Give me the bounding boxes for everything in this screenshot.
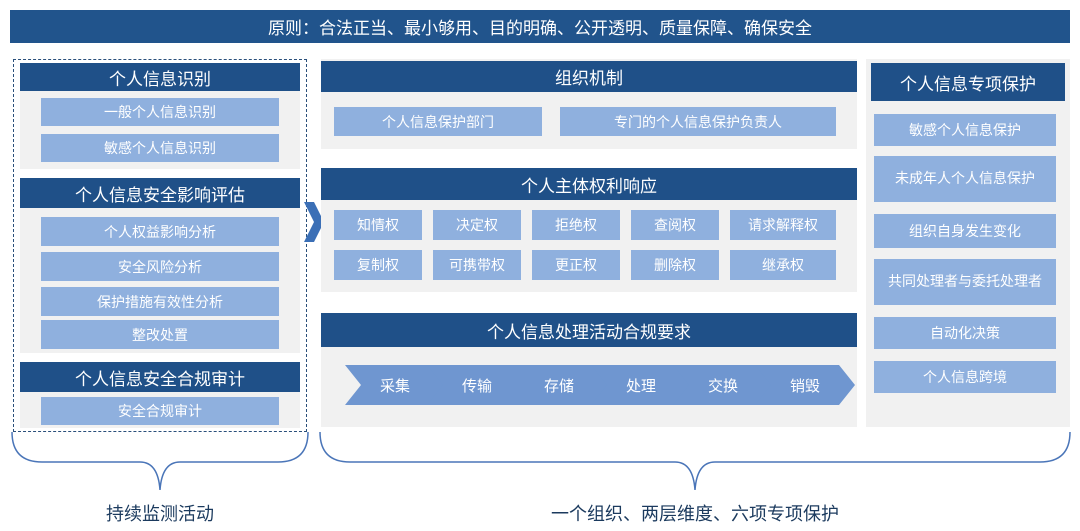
framework-summary-label: 一个组织、两层维度、六项专项保护 [551, 504, 839, 525]
left-dashed-frame [13, 59, 307, 432]
right-item: 删除权 [631, 250, 719, 280]
special-item-org-change: 组织自身发生变化 [874, 214, 1056, 248]
special-item-minors: 未成年人个人信息保护 [874, 156, 1056, 202]
right-item: 继承权 [730, 250, 836, 280]
org-item-officer: 专门的个人信息保护负责人 [560, 107, 836, 136]
impact-item-risk: 安全风险分析 [41, 252, 279, 281]
right-item: 知情权 [334, 210, 422, 240]
special-protection-header: 个人信息专项保护 [871, 63, 1065, 101]
identification-item-general: 一般个人信息识别 [41, 98, 279, 126]
audit-header: 个人信息安全合规审计 [20, 362, 300, 392]
impact-item-rights: 个人权益影响分析 [41, 217, 279, 246]
step-chevron: 传输 [427, 365, 527, 405]
flow-arrow-icon [304, 202, 324, 242]
principle-bar: 原则：合法正当、最小够用、目的明确、公开透明、质量保障、确保安全 [10, 10, 1070, 43]
step-chevron: 销毁 [755, 365, 855, 405]
bottom-braces [11, 431, 1071, 491]
compliance-header: 个人信息处理活动合规要求 [321, 313, 857, 347]
step-chevron: 存储 [509, 365, 609, 405]
org-item-department: 个人信息保护部门 [334, 107, 542, 136]
step-chevron: 处理 [591, 365, 691, 405]
identification-item-sensitive: 敏感个人信息识别 [41, 134, 279, 162]
special-item-automated: 自动化决策 [874, 317, 1056, 349]
step-chevron: 采集 [345, 365, 445, 405]
org-header: 组织机制 [321, 61, 857, 92]
special-item-sensitive: 敏感个人信息保护 [874, 114, 1056, 146]
principle-text: 原则：合法正当、最小够用、目的明确、公开透明、质量保障、确保安全 [268, 19, 812, 39]
special-item-joint-processor: 共同处理者与委托处理者 [874, 259, 1056, 305]
special-item-cross-border: 个人信息跨境 [874, 361, 1056, 393]
audit-item: 安全合规审计 [41, 397, 279, 425]
identification-header: 个人信息识别 [20, 63, 300, 91]
right-item: 决定权 [433, 210, 521, 240]
step-chevron: 交换 [673, 365, 773, 405]
right-item: 请求解释权 [730, 210, 836, 240]
continuous-monitoring-label: 持续监测活动 [106, 504, 214, 525]
right-item: 复制权 [334, 250, 422, 280]
right-item: 查阅权 [631, 210, 719, 240]
right-item: 更正权 [532, 250, 620, 280]
right-item: 可携带权 [433, 250, 521, 280]
impact-header: 个人信息安全影响评估 [20, 178, 300, 208]
impact-item-rectify: 整改处置 [41, 320, 279, 349]
rights-header: 个人主体权利响应 [321, 168, 857, 200]
right-item: 拒绝权 [532, 210, 620, 240]
impact-item-measures: 保护措施有效性分析 [41, 287, 279, 316]
